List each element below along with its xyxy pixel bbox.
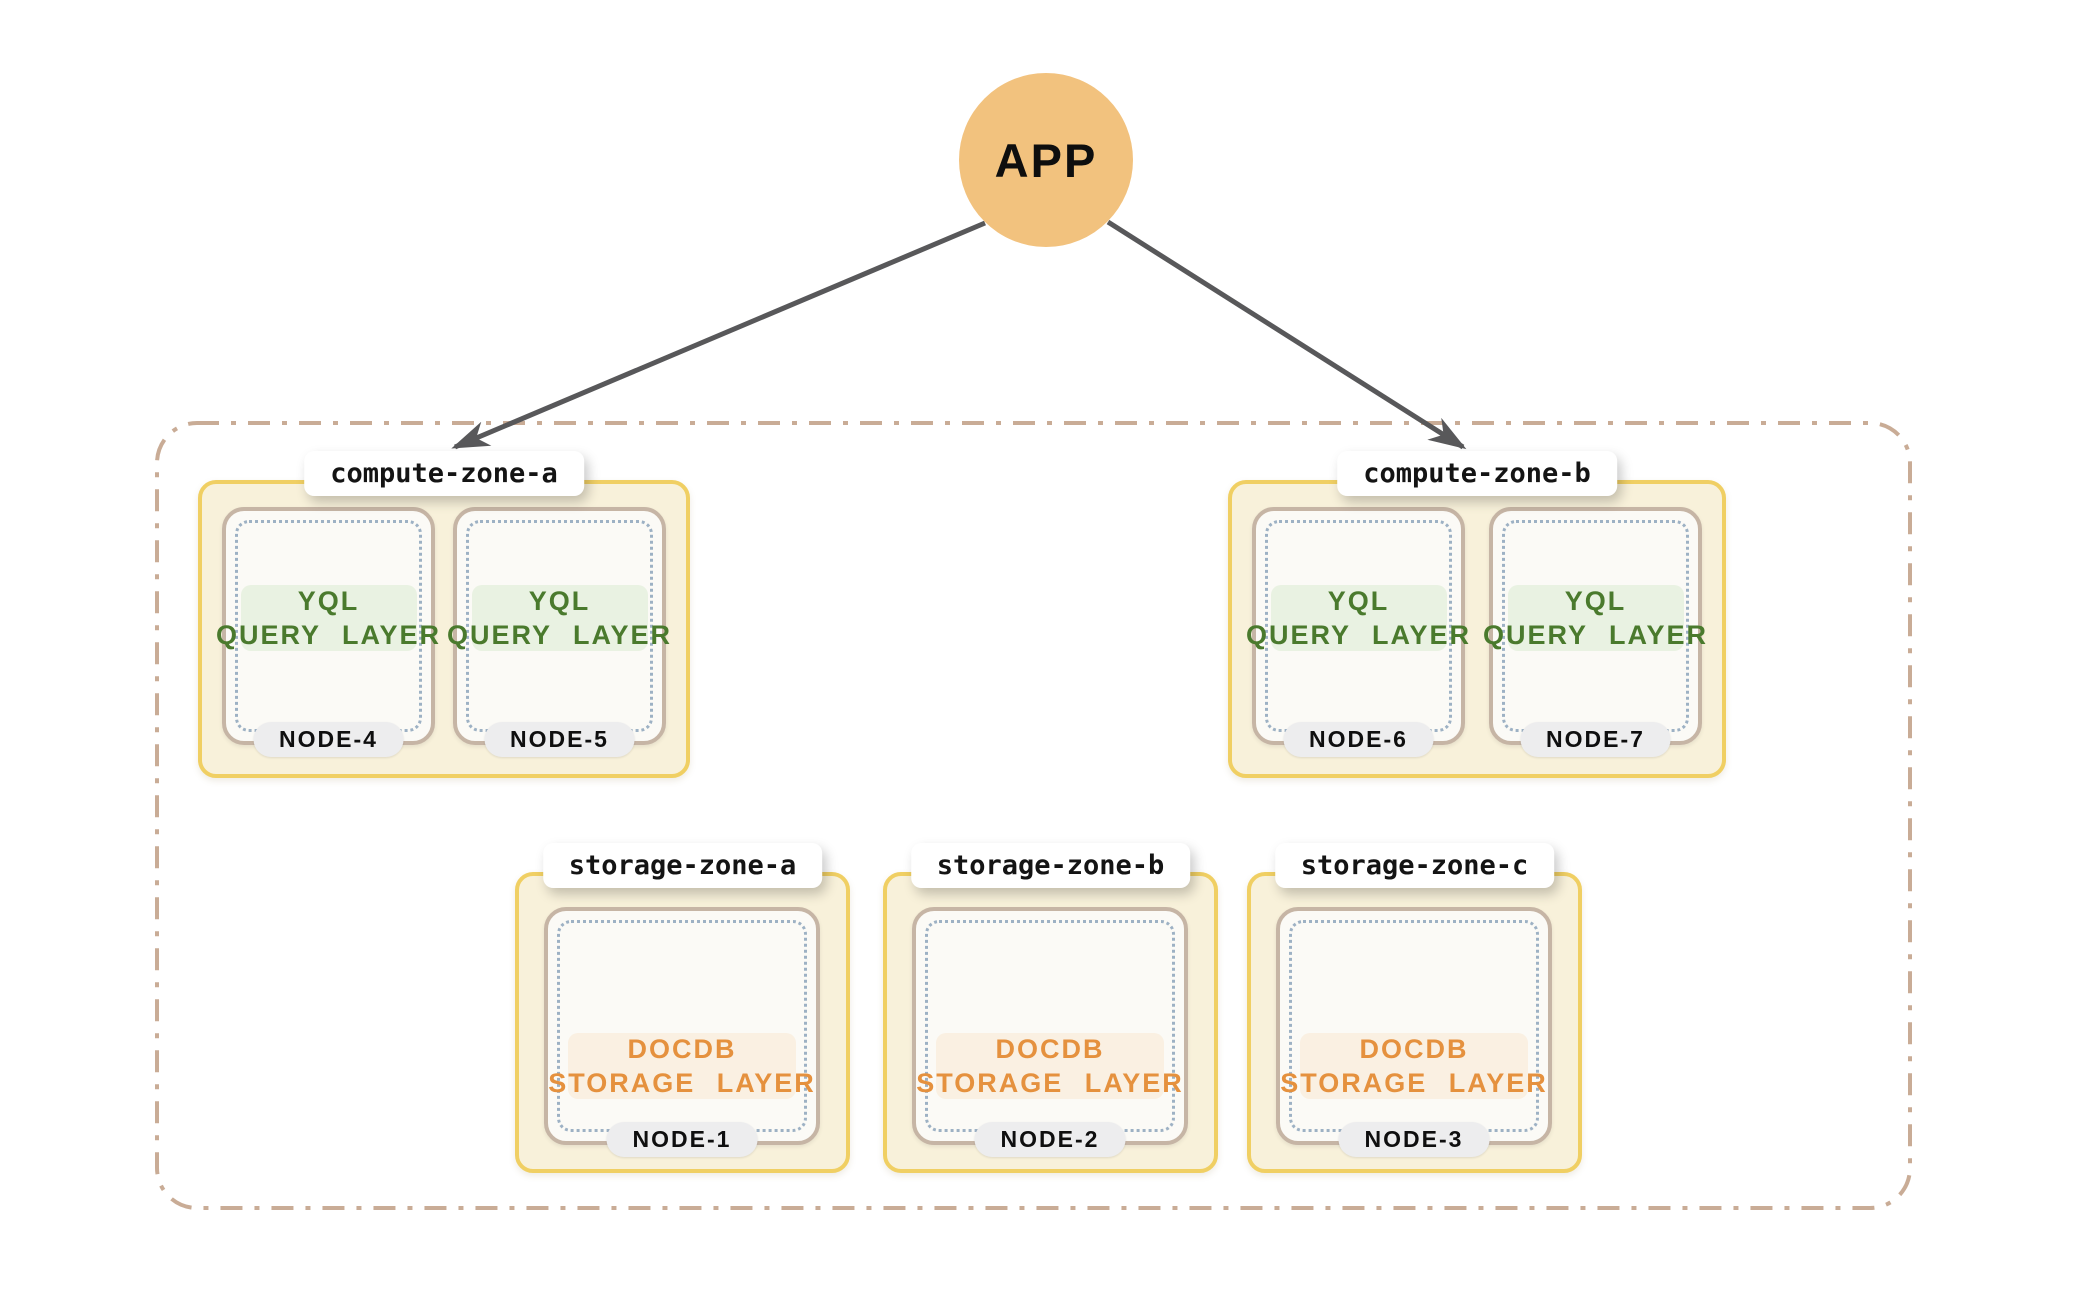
node-dotted-border	[557, 920, 807, 1132]
node-dotted-border	[1289, 920, 1539, 1132]
node-box: YQL QUERY LAYER NODE-5	[447, 507, 670, 757]
yql-query-layer-chip: YQL QUERY LAYER	[1246, 585, 1469, 651]
node-id-badge: NODE-3	[1338, 1122, 1490, 1157]
layer-type: STORAGE LAYER	[548, 1068, 816, 1098]
node-box: DOCDB STORAGE LAYER NODE-3	[1276, 907, 1552, 1157]
node-id-badge: NODE-1	[606, 1122, 758, 1157]
zone-compute-b: compute-zone-b YQL QUERY LAYER NODE-6 YQ…	[1228, 451, 1726, 778]
arrow-app-to-compute-zone-a	[451, 220, 986, 450]
zone-label: compute-zone-b	[1337, 451, 1617, 496]
docdb-storage-layer-chip: DOCDB STORAGE LAYER	[916, 1033, 1182, 1099]
node-id-badge: NODE-7	[1520, 722, 1671, 757]
layer-name: DOCDB	[995, 1034, 1105, 1064]
layer-name: YQL	[1564, 586, 1627, 616]
layer-name: DOCDB	[1359, 1034, 1469, 1064]
zone-compute-a: compute-zone-a YQL QUERY LAYER NODE-4 YQ…	[198, 451, 690, 778]
zone-label: storage-zone-b	[910, 843, 1191, 888]
layer-type: QUERY LAYER	[446, 620, 673, 650]
node-dotted-border	[925, 920, 1175, 1132]
node-box: DOCDB STORAGE LAYER NODE-2	[912, 907, 1188, 1157]
layer-type: STORAGE LAYER	[916, 1068, 1184, 1098]
yql-query-layer-chip: YQL QUERY LAYER	[216, 585, 439, 651]
arrow-app-to-compute-zone-b	[1106, 219, 1467, 450]
layer-type: STORAGE LAYER	[1280, 1068, 1548, 1098]
app-label: APP	[994, 133, 1098, 187]
node-id-badge: NODE-2	[974, 1122, 1126, 1157]
yql-query-layer-chip: YQL QUERY LAYER	[1483, 585, 1706, 651]
node-box: YQL QUERY LAYER NODE-7	[1483, 507, 1706, 757]
layer-name: YQL	[1327, 586, 1390, 616]
zone-storage-c: storage-zone-c DOCDB STORAGE LAYER NODE-…	[1247, 843, 1582, 1173]
layer-name: YQL	[528, 586, 591, 616]
app-node: APP	[959, 73, 1133, 247]
zone-label: storage-zone-a	[542, 843, 823, 888]
layer-type: QUERY LAYER	[1482, 620, 1709, 650]
zone-storage-a: storage-zone-a DOCDB STORAGE LAYER NODE-…	[515, 843, 850, 1173]
zone-storage-b: storage-zone-b DOCDB STORAGE LAYER NODE-…	[883, 843, 1218, 1173]
yql-query-layer-chip: YQL QUERY LAYER	[447, 585, 670, 651]
node-box: DOCDB STORAGE LAYER NODE-1	[544, 907, 820, 1157]
zone-label: storage-zone-c	[1274, 843, 1555, 888]
zone-label: compute-zone-a	[304, 451, 584, 496]
docdb-storage-layer-chip: DOCDB STORAGE LAYER	[1280, 1033, 1546, 1099]
node-id-badge: NODE-6	[1283, 722, 1434, 757]
docdb-storage-layer-chip: DOCDB STORAGE LAYER	[548, 1033, 814, 1099]
node-box: YQL QUERY LAYER NODE-6	[1246, 507, 1469, 757]
node-box: YQL QUERY LAYER NODE-4	[216, 507, 439, 757]
node-id-badge: NODE-4	[253, 722, 404, 757]
layer-name: DOCDB	[627, 1034, 737, 1064]
layer-name: YQL	[297, 586, 360, 616]
layer-type: QUERY LAYER	[215, 620, 442, 650]
cluster-boundary	[155, 421, 1912, 1210]
node-id-badge: NODE-5	[484, 722, 635, 757]
layer-type: QUERY LAYER	[1245, 620, 1472, 650]
